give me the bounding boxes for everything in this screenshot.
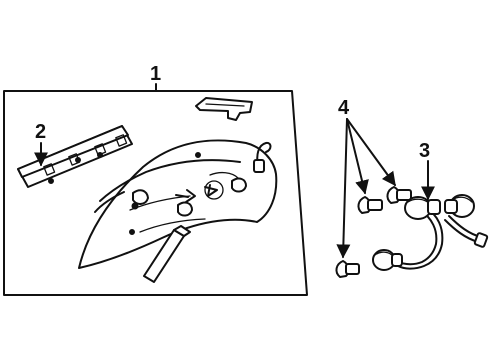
leader-line-4b — [346, 118, 369, 195]
assembly-frame — [3, 90, 308, 296]
tail-lamp-housing-icon — [78, 139, 278, 269]
callout-2: 2 — [35, 121, 46, 143]
mounting-bracket — [195, 97, 253, 121]
callout-4: 4 — [338, 97, 350, 119]
callout-3: 3 — [419, 140, 430, 162]
leader-line-4c — [336, 118, 351, 259]
bulb-socket-icon — [372, 194, 489, 271]
leader-line-4a — [346, 118, 396, 187]
bulb-icon — [335, 186, 412, 278]
filler-bar — [143, 225, 191, 283]
callout-1: 1 — [150, 63, 161, 85]
